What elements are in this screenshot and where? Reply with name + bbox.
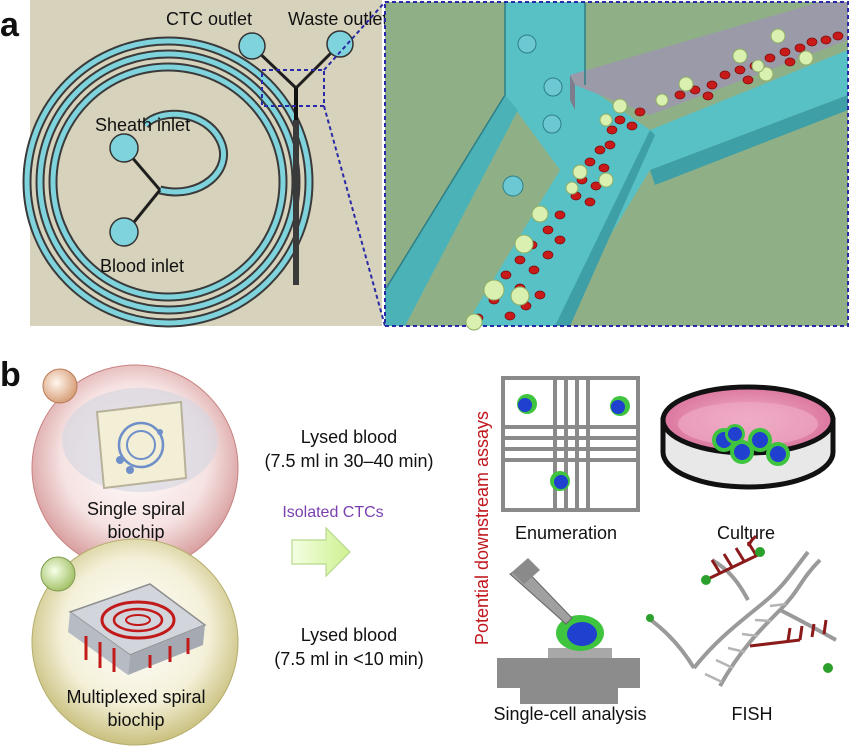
single-chip-label-line1: Single spiral (87, 499, 185, 519)
downstream-assays-title: Potential downstream assays (472, 411, 492, 645)
zoomed-channel-view (384, 1, 849, 327)
panel-label-b: b (0, 356, 21, 394)
cultured-cells (712, 424, 790, 466)
isolated-ctcs-label: Isolated CTCs (282, 504, 383, 521)
multi-chip-label-line2: biochip (107, 710, 164, 730)
ctc-outlet-label: CTC outlet (166, 9, 252, 29)
ctc-beads (502, 34, 563, 197)
waste-outlet-label: Waste outlet (288, 9, 387, 29)
ctc-outlet-port (238, 32, 266, 60)
enumeration-grid-icon (501, 376, 640, 512)
culture-label: Culture (717, 523, 775, 543)
single-cell-analysis-label: Single-cell analysis (493, 704, 646, 724)
zoom-region-box (261, 69, 325, 107)
lysed-blood-1-line2: (7.5 ml in 30–40 min) (264, 451, 433, 471)
zoom-callout-line-bottom (323, 105, 386, 327)
sheath-inlet-label: Sheath inlet (95, 115, 190, 135)
single-chip-label-line2: biochip (107, 522, 164, 542)
spiral-channel (22, 36, 314, 328)
blood-inlet-port (109, 217, 139, 247)
single-cell-analysis-icon (497, 558, 640, 704)
single-spiral-chip-image (95, 400, 188, 490)
panel-label-a: a (0, 6, 20, 44)
multiplexed-chip-image (68, 583, 207, 675)
multiplexed-spiral-biochip-bubble: Multiplexed spiral biochip (31, 538, 239, 746)
fish-dna-icon (646, 534, 837, 687)
fish-probes (709, 534, 828, 648)
enumerated-cells (517, 394, 630, 491)
lysed-blood-2-line1: Lysed blood (301, 625, 397, 645)
waste-outlet-port (326, 30, 354, 58)
culture-dish-icon (660, 384, 836, 490)
sheath-inlet-port (109, 133, 139, 163)
tumor-cells (465, 28, 814, 331)
enumeration-label: Enumeration (515, 523, 617, 543)
fish-label: FISH (731, 704, 772, 724)
zoom-callout-line-top (323, 1, 386, 71)
chip-schematic-background (30, 0, 382, 326)
lysed-blood-2-line2: (7.5 ml in <10 min) (274, 649, 424, 669)
lysed-blood-1-line1: Lysed blood (301, 427, 397, 447)
multi-chip-label-line1: Multiplexed spiral (66, 687, 205, 707)
right-arrow-icon (291, 526, 351, 578)
blood-inlet-label: Blood inlet (100, 256, 184, 276)
